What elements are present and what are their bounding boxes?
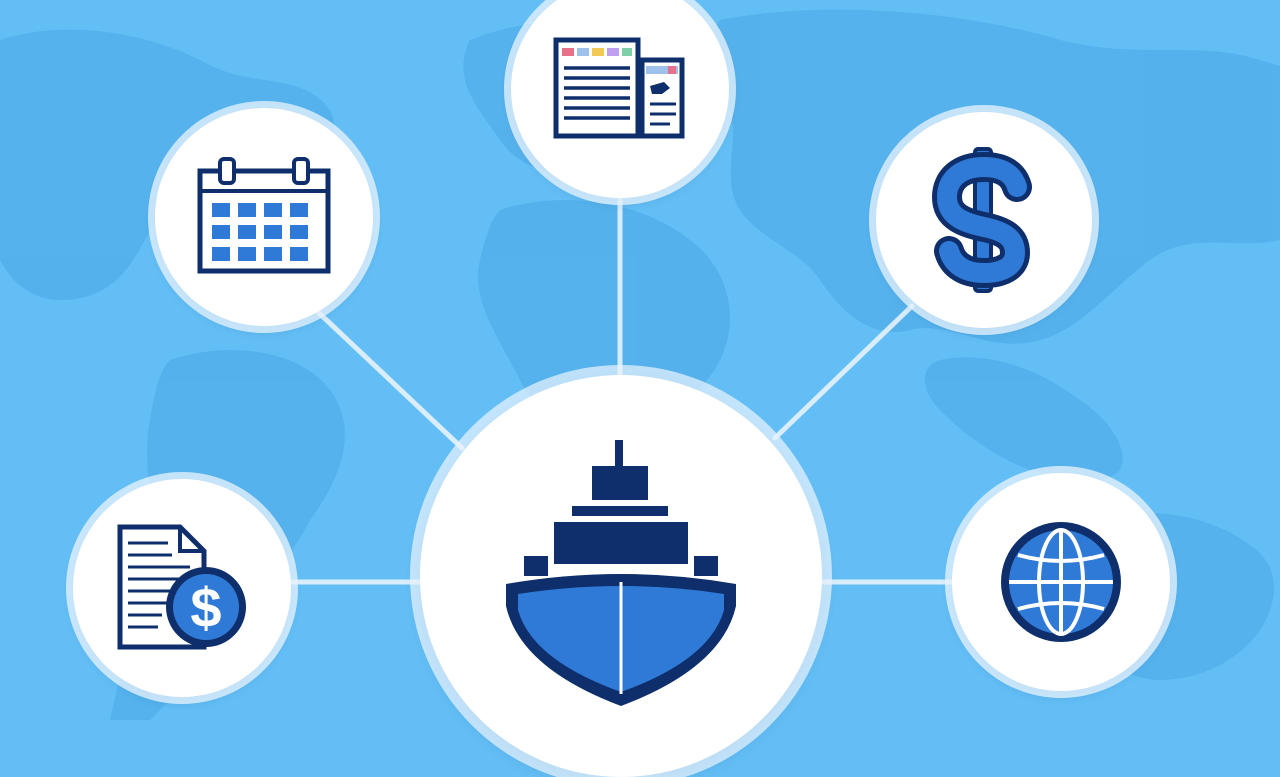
ship-hub-node <box>420 375 822 777</box>
connector-lines <box>287 195 956 585</box>
dollar-node <box>876 112 1092 328</box>
dollar-sign-icon <box>931 147 1032 293</box>
invoice-node: $ <box>73 479 291 697</box>
calendar-icon <box>197 157 331 274</box>
svg-text:$: $ <box>190 576 221 639</box>
documents-node <box>511 0 729 198</box>
invoice-payment-icon: $ <box>117 524 246 650</box>
globe-icon <box>1001 522 1121 642</box>
connector-dollar <box>772 303 915 441</box>
calendar-node <box>155 108 373 326</box>
globe-node <box>952 473 1170 691</box>
connector-calendar <box>315 309 465 451</box>
shipping-document-icon <box>553 37 685 139</box>
cargo-ship-icon <box>506 440 736 706</box>
